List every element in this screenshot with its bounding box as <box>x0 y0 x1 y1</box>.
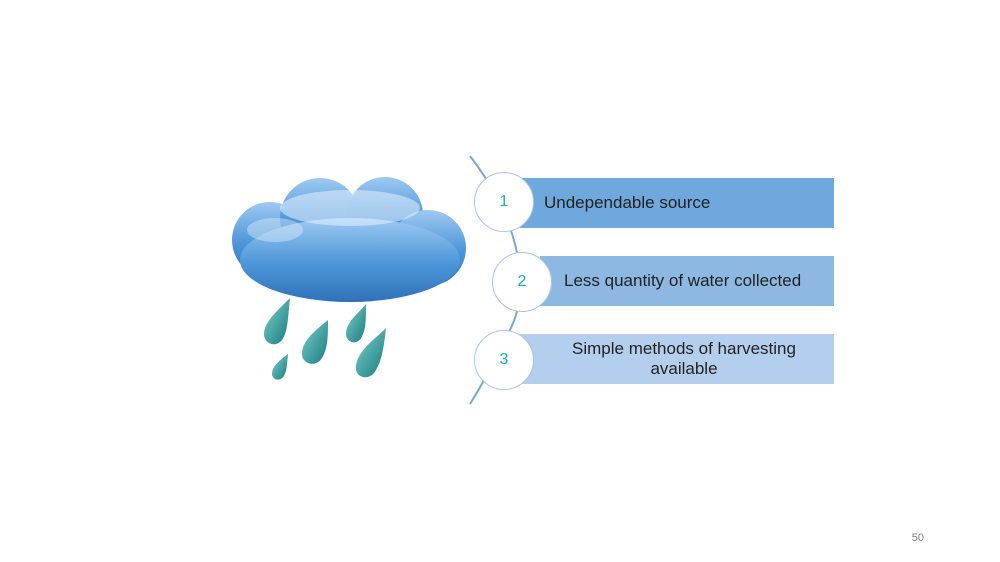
item-number-badge-1: 1 <box>474 172 534 232</box>
raindrop <box>346 304 366 343</box>
item-number-1: 1 <box>499 193 509 210</box>
page-number: 50 <box>911 532 924 544</box>
item-bar-1: Undependable source <box>520 178 834 228</box>
item-text-3: Simple methods of harvesting available <box>572 338 796 378</box>
item-bar-2: Less quantity of water collected <box>540 256 834 306</box>
raindrop <box>355 328 386 378</box>
item-bar-3: Simple methods of harvesting available <box>520 334 834 384</box>
item-number-3: 3 <box>499 351 509 368</box>
rain-cloud-icon <box>232 177 466 380</box>
item-number-badge-2: 2 <box>492 252 552 312</box>
cloud <box>232 177 466 302</box>
raindrop <box>272 354 288 380</box>
raindrop <box>264 298 290 345</box>
item-number-badge-3: 3 <box>474 330 534 390</box>
item-text-1: Undependable source <box>544 192 711 212</box>
raindrops <box>264 298 386 380</box>
raindrop <box>302 320 328 364</box>
item-number-2: 2 <box>517 273 527 290</box>
item-text-2: Less quantity of water collected <box>564 270 802 290</box>
